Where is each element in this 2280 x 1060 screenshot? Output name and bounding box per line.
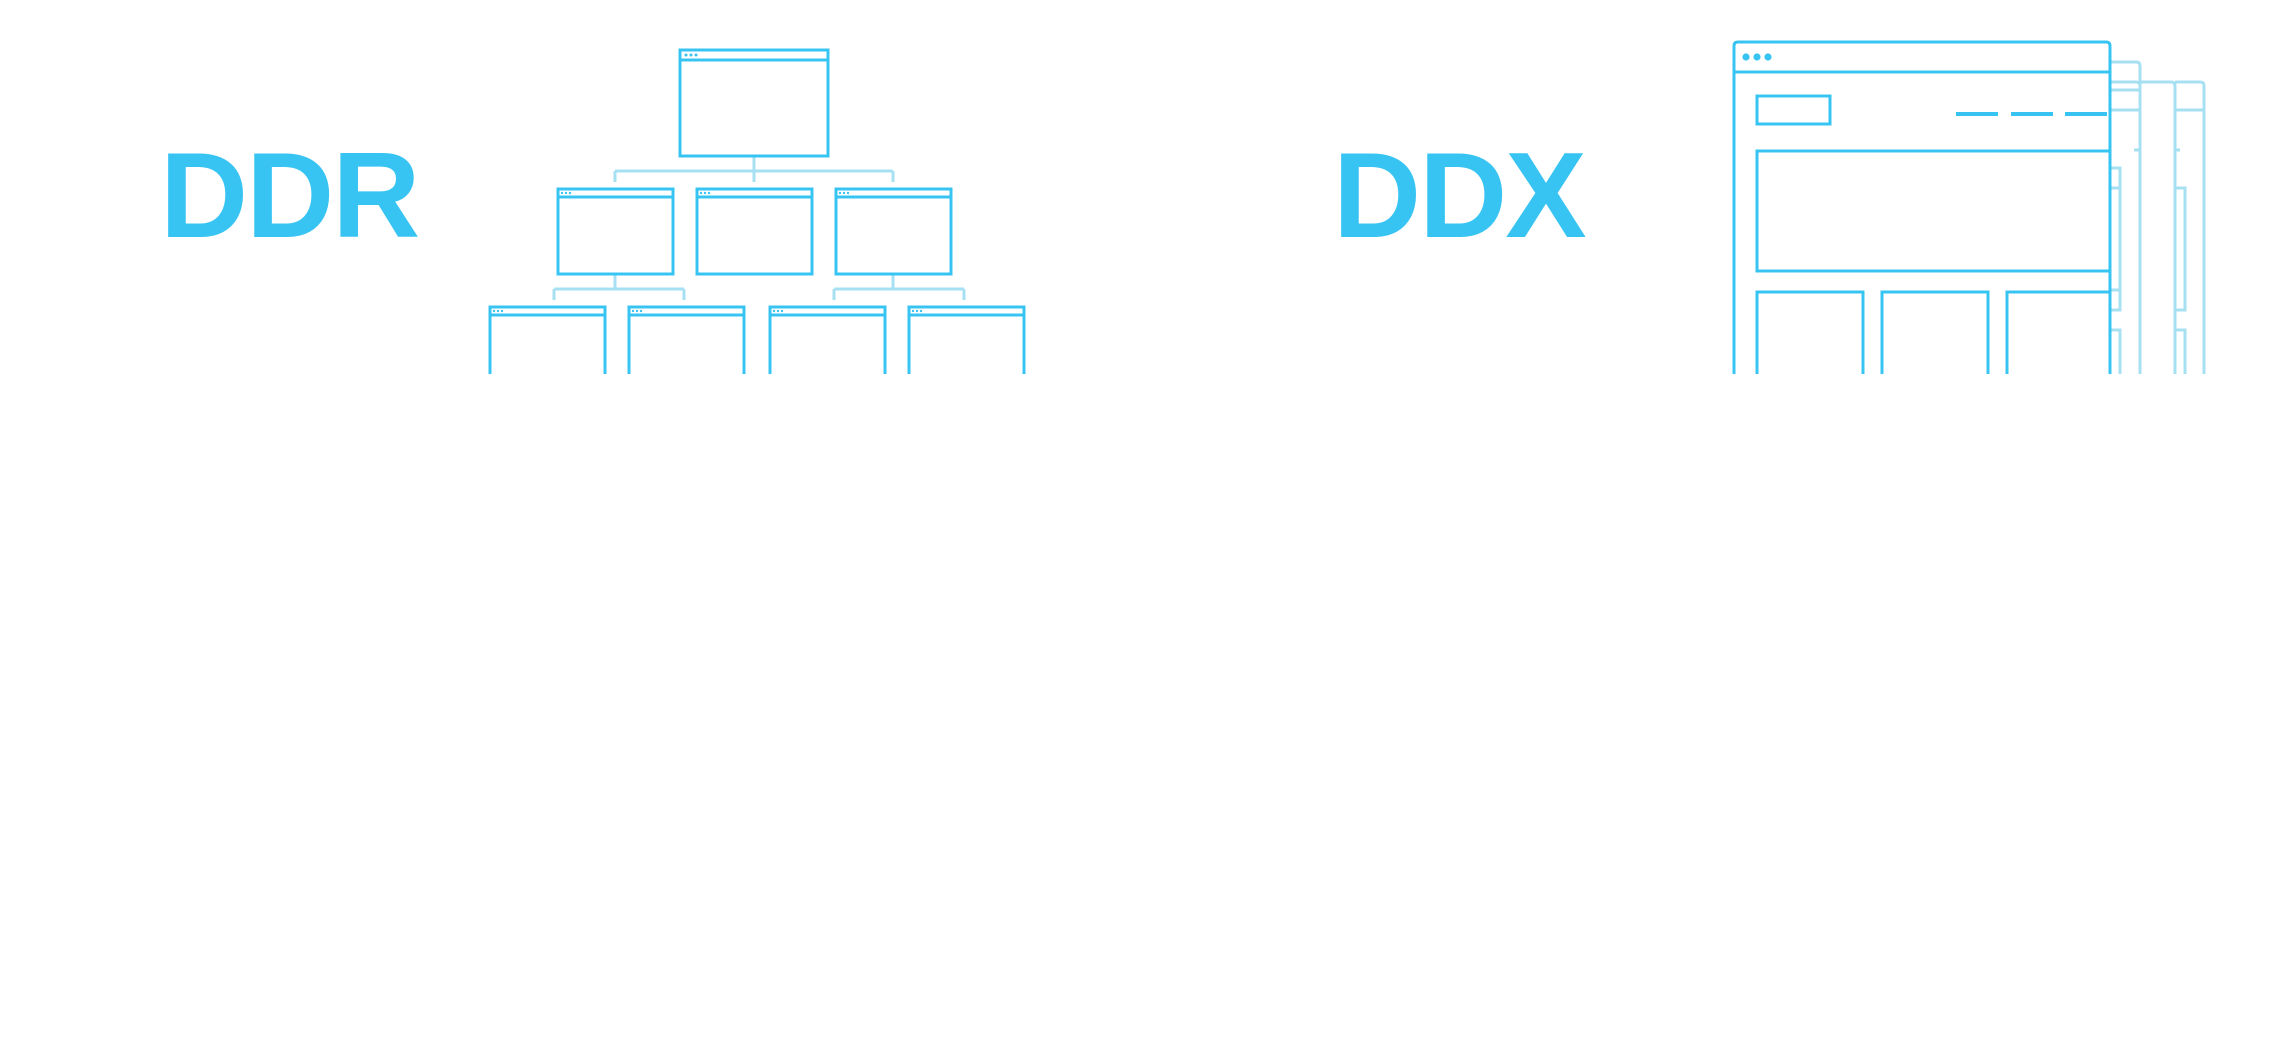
ddr-label: DDR: [160, 127, 420, 263]
level2-page-window: [834, 187, 953, 276]
content-column-box: [2005, 290, 2112, 374]
level3-page-window: [768, 305, 887, 374]
browser-wireframe-diagram: [1732, 40, 2206, 374]
level3-page-window: [488, 305, 607, 374]
far-back-page-window: [2175, 80, 2206, 374]
back-page-window: [2140, 80, 2177, 374]
ddx-label: DDX: [1333, 127, 1587, 263]
level2-window-dots: [560, 191, 850, 195]
back-page-window: [2110, 80, 2142, 374]
content-column-box: [1755, 290, 1865, 374]
middle-page-window: [2110, 60, 2142, 374]
level3-page-window: [907, 305, 1026, 374]
level2-page-window: [556, 187, 675, 276]
hero-banner-box: [1755, 149, 2112, 273]
logo-placeholder-box: [1755, 94, 1832, 126]
tree-connectors: [552, 156, 966, 300]
root-window-dots: [684, 53, 698, 57]
level2-page-window: [695, 187, 814, 276]
browser-window-dots: [1742, 53, 1772, 61]
level3-window-dots: [492, 309, 923, 313]
sitemap-tree-diagram: [488, 48, 1026, 374]
front-browser-window: [1732, 40, 2112, 374]
content-column-box: [1880, 290, 1990, 374]
root-page-window: [678, 48, 830, 158]
level3-page-window: [627, 305, 746, 374]
